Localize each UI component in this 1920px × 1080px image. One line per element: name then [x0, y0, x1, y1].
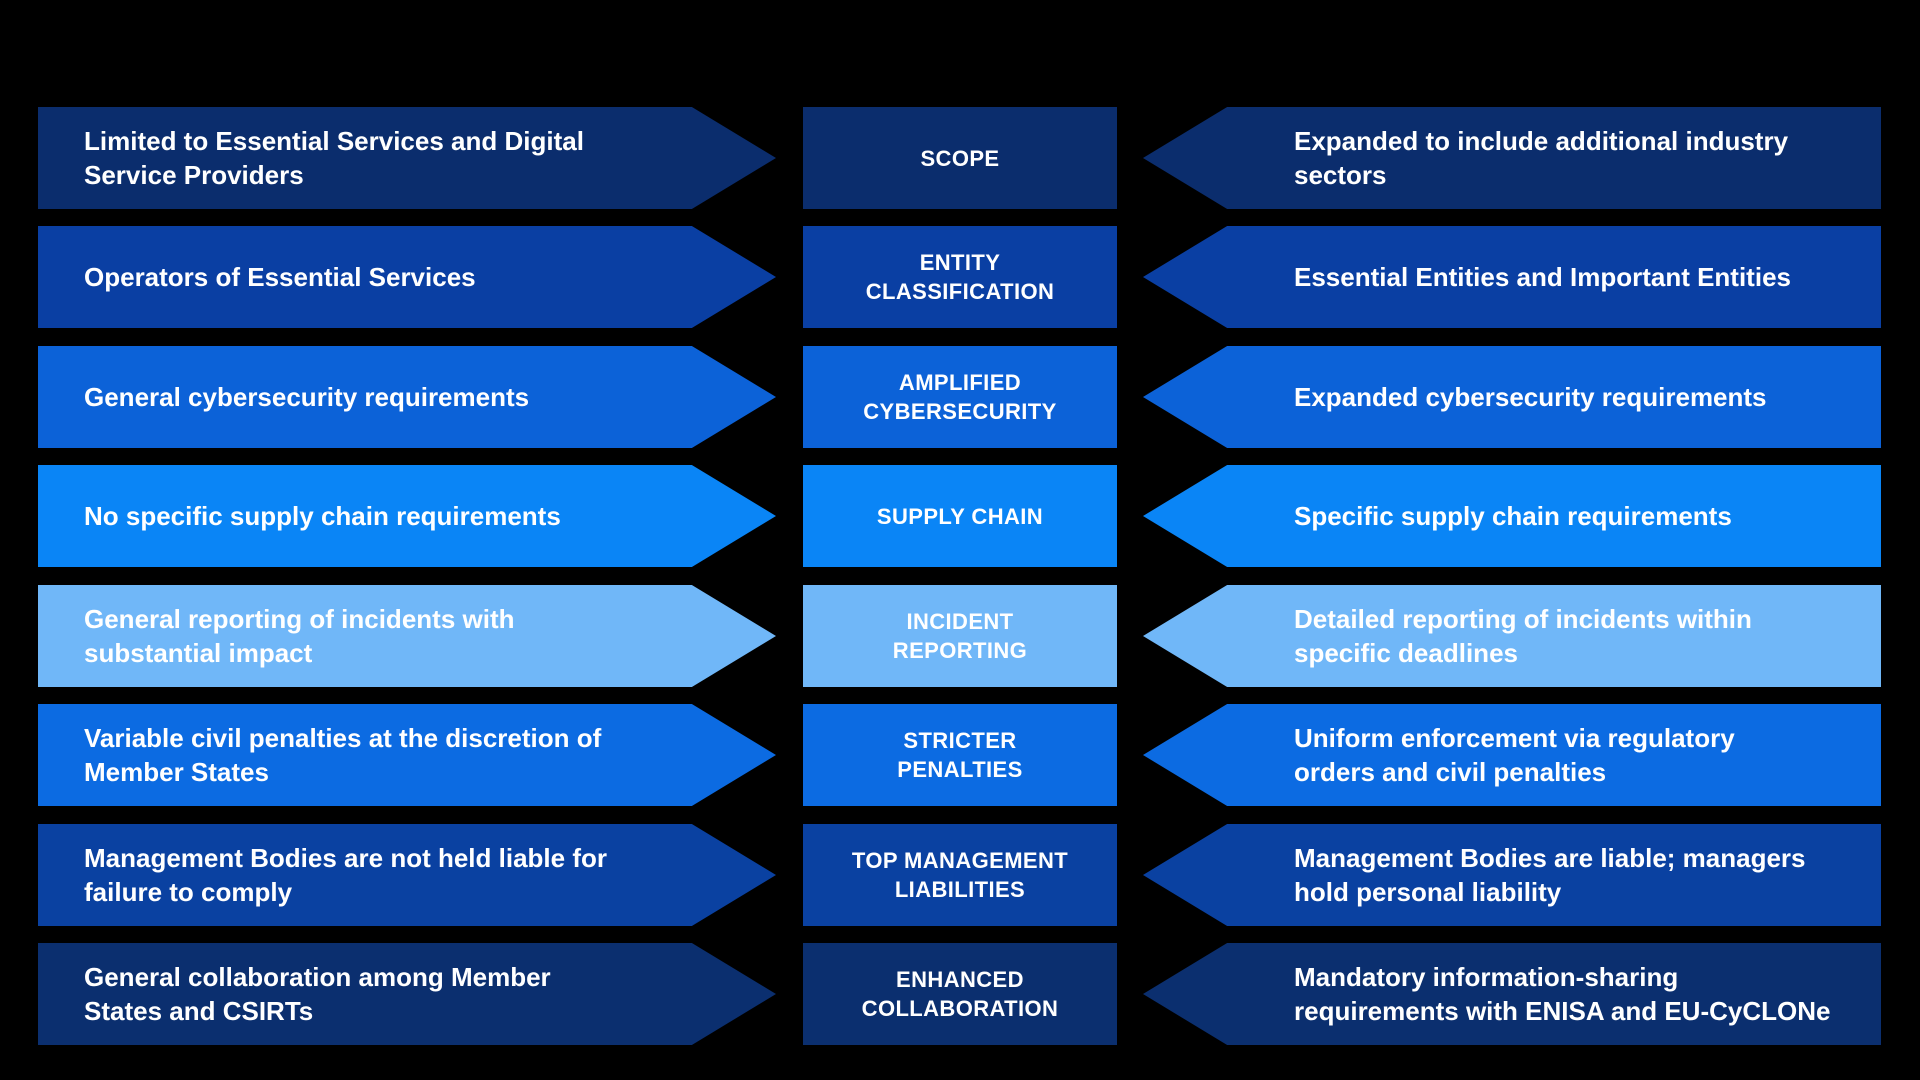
right-item-text: Detailed reporting of incidents within s…	[1294, 604, 1752, 668]
right-item-text: Management Bodies are liable; managers h…	[1294, 843, 1806, 907]
category-box: TOP MANAGEMENT LIABILITIES	[803, 824, 1117, 926]
right-item-text: Uniform enforcement via regulatory order…	[1294, 723, 1735, 787]
category-box: INCIDENT REPORTING	[803, 585, 1117, 687]
category-label: INCIDENT REPORTING	[892, 609, 1028, 663]
left-item-text: No specific supply chain requirements	[84, 501, 561, 531]
category-label: ENTITY CLASSIFICATION	[865, 250, 1055, 304]
left-item-text: General cybersecurity requirements	[84, 382, 530, 412]
left-item-text: Management Bodies are not held liable fo…	[84, 843, 607, 907]
left-arrow-shape: Operators of Essential Services	[38, 226, 776, 328]
right-item-text: Expanded to include additional industry …	[1294, 126, 1789, 190]
right-item-text: Essential Entities and Important Entitie…	[1294, 262, 1791, 292]
left-arrow-shape: General reporting of incidents with subs…	[38, 585, 776, 687]
comparison-row: General reporting of incidents with subs…	[0, 585, 1920, 687]
category-box: STRICTER PENALTIES	[803, 704, 1117, 806]
right-arrow-shape: Expanded cybersecurity requirements	[1143, 346, 1881, 448]
left-item-text: Variable civil penalties at the discreti…	[84, 723, 602, 787]
comparison-row: Limited to Essential Services and Digita…	[0, 107, 1920, 209]
left-arrow-shape: General cybersecurity requirements	[38, 346, 776, 448]
right-item-text: Specific supply chain requirements	[1294, 501, 1732, 531]
right-arrow-shape: Essential Entities and Important Entitie…	[1143, 226, 1881, 328]
left-item-text: Limited to Essential Services and Digita…	[84, 126, 584, 190]
left-arrow-shape: Variable civil penalties at the discreti…	[38, 704, 776, 806]
comparison-row: General collaboration among Member State…	[0, 943, 1920, 1045]
left-arrow-shape: No specific supply chain requirements	[38, 465, 776, 567]
left-item-text: General reporting of incidents with subs…	[84, 604, 515, 668]
category-label: SUPPLY CHAIN	[876, 503, 1044, 529]
right-item-text: Mandatory information-sharing requiremen…	[1294, 962, 1831, 1026]
right-arrow-shape: Mandatory information-sharing requiremen…	[1143, 943, 1881, 1045]
left-item-text: General collaboration among Member State…	[84, 962, 551, 1026]
right-arrow-shape: Specific supply chain requirements	[1143, 465, 1881, 567]
category-label: SCOPE	[920, 145, 1000, 171]
category-label: TOP MANAGEMENT LIABILITIES	[851, 848, 1069, 902]
category-box: ENTITY CLASSIFICATION	[803, 226, 1117, 328]
category-box: AMPLIFIED CYBERSECURITY	[803, 346, 1117, 448]
left-arrow-shape: Limited to Essential Services and Digita…	[38, 107, 776, 209]
left-arrow-shape: General collaboration among Member State…	[38, 943, 776, 1045]
category-label: ENHANCED COLLABORATION	[861, 967, 1059, 1021]
category-box: SCOPE	[803, 107, 1117, 209]
right-arrow-shape: Uniform enforcement via regulatory order…	[1143, 704, 1881, 806]
right-arrow-shape: Detailed reporting of incidents within s…	[1143, 585, 1881, 687]
right-arrow-shape: Expanded to include additional industry …	[1143, 107, 1881, 209]
category-box: ENHANCED COLLABORATION	[803, 943, 1117, 1045]
comparison-row: No specific supply chain requirements SU…	[0, 465, 1920, 567]
comparison-row: Management Bodies are not held liable fo…	[0, 824, 1920, 926]
comparison-row: Operators of Essential Services ENTITY C…	[0, 226, 1920, 328]
left-item-text: Operators of Essential Services	[84, 262, 476, 292]
category-label: STRICTER PENALTIES	[897, 728, 1023, 782]
comparison-row: General cybersecurity requirements AMPLI…	[0, 346, 1920, 448]
category-label: AMPLIFIED CYBERSECURITY	[863, 370, 1057, 424]
right-item-text: Expanded cybersecurity requirements	[1294, 382, 1767, 412]
left-arrow-shape: Management Bodies are not held liable fo…	[38, 824, 776, 926]
comparison-row: Variable civil penalties at the discreti…	[0, 704, 1920, 806]
category-box: SUPPLY CHAIN	[803, 465, 1117, 567]
right-arrow-shape: Management Bodies are liable; managers h…	[1143, 824, 1881, 926]
